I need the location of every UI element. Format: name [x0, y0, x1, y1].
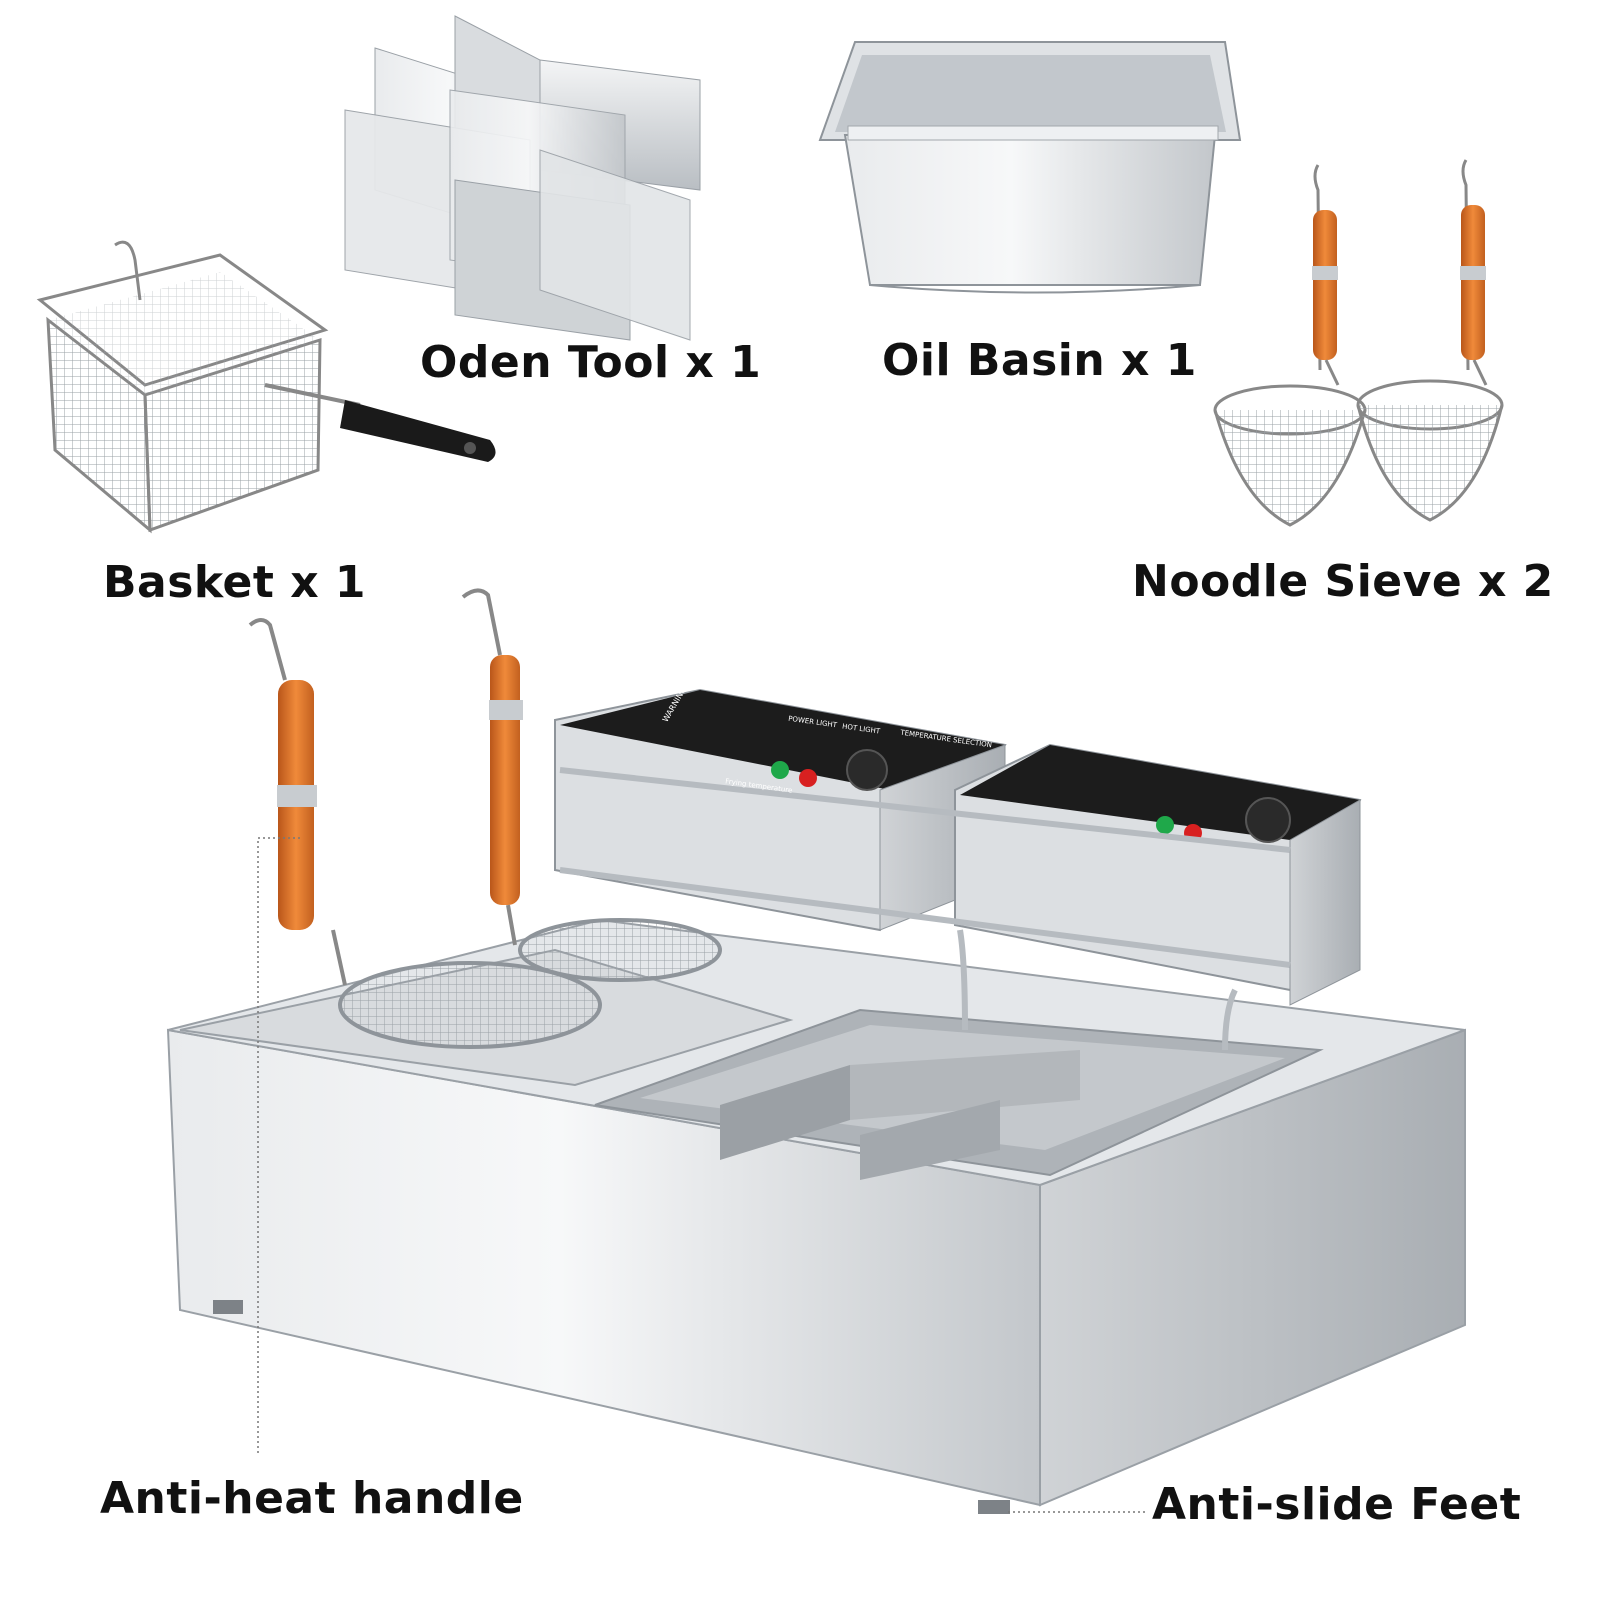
anti-heat-handle-callout-line [257, 837, 300, 1455]
fryer-basket-image [36, 240, 496, 534]
double-fryer-image [166, 588, 1466, 1514]
noodle-sieve-label: Noodle Sieve x 2 [1132, 556, 1554, 607]
anti-slide-feet-label: Anti-slide Feet [1152, 1479, 1522, 1530]
oil-basin-label: Oil Basin x 1 [882, 335, 1197, 386]
noodle-sieve-image-1 [1213, 164, 1367, 527]
oden-tool-label: Oden Tool x 1 [420, 337, 762, 388]
oden-tool-image [344, 15, 701, 341]
oil-basin-image [818, 41, 1242, 294]
anti-heat-handle-label: Anti-heat handle [100, 1473, 524, 1524]
noodle-sieve-image-2 [1356, 159, 1504, 522]
basket-label: Basket x 1 [103, 557, 367, 608]
